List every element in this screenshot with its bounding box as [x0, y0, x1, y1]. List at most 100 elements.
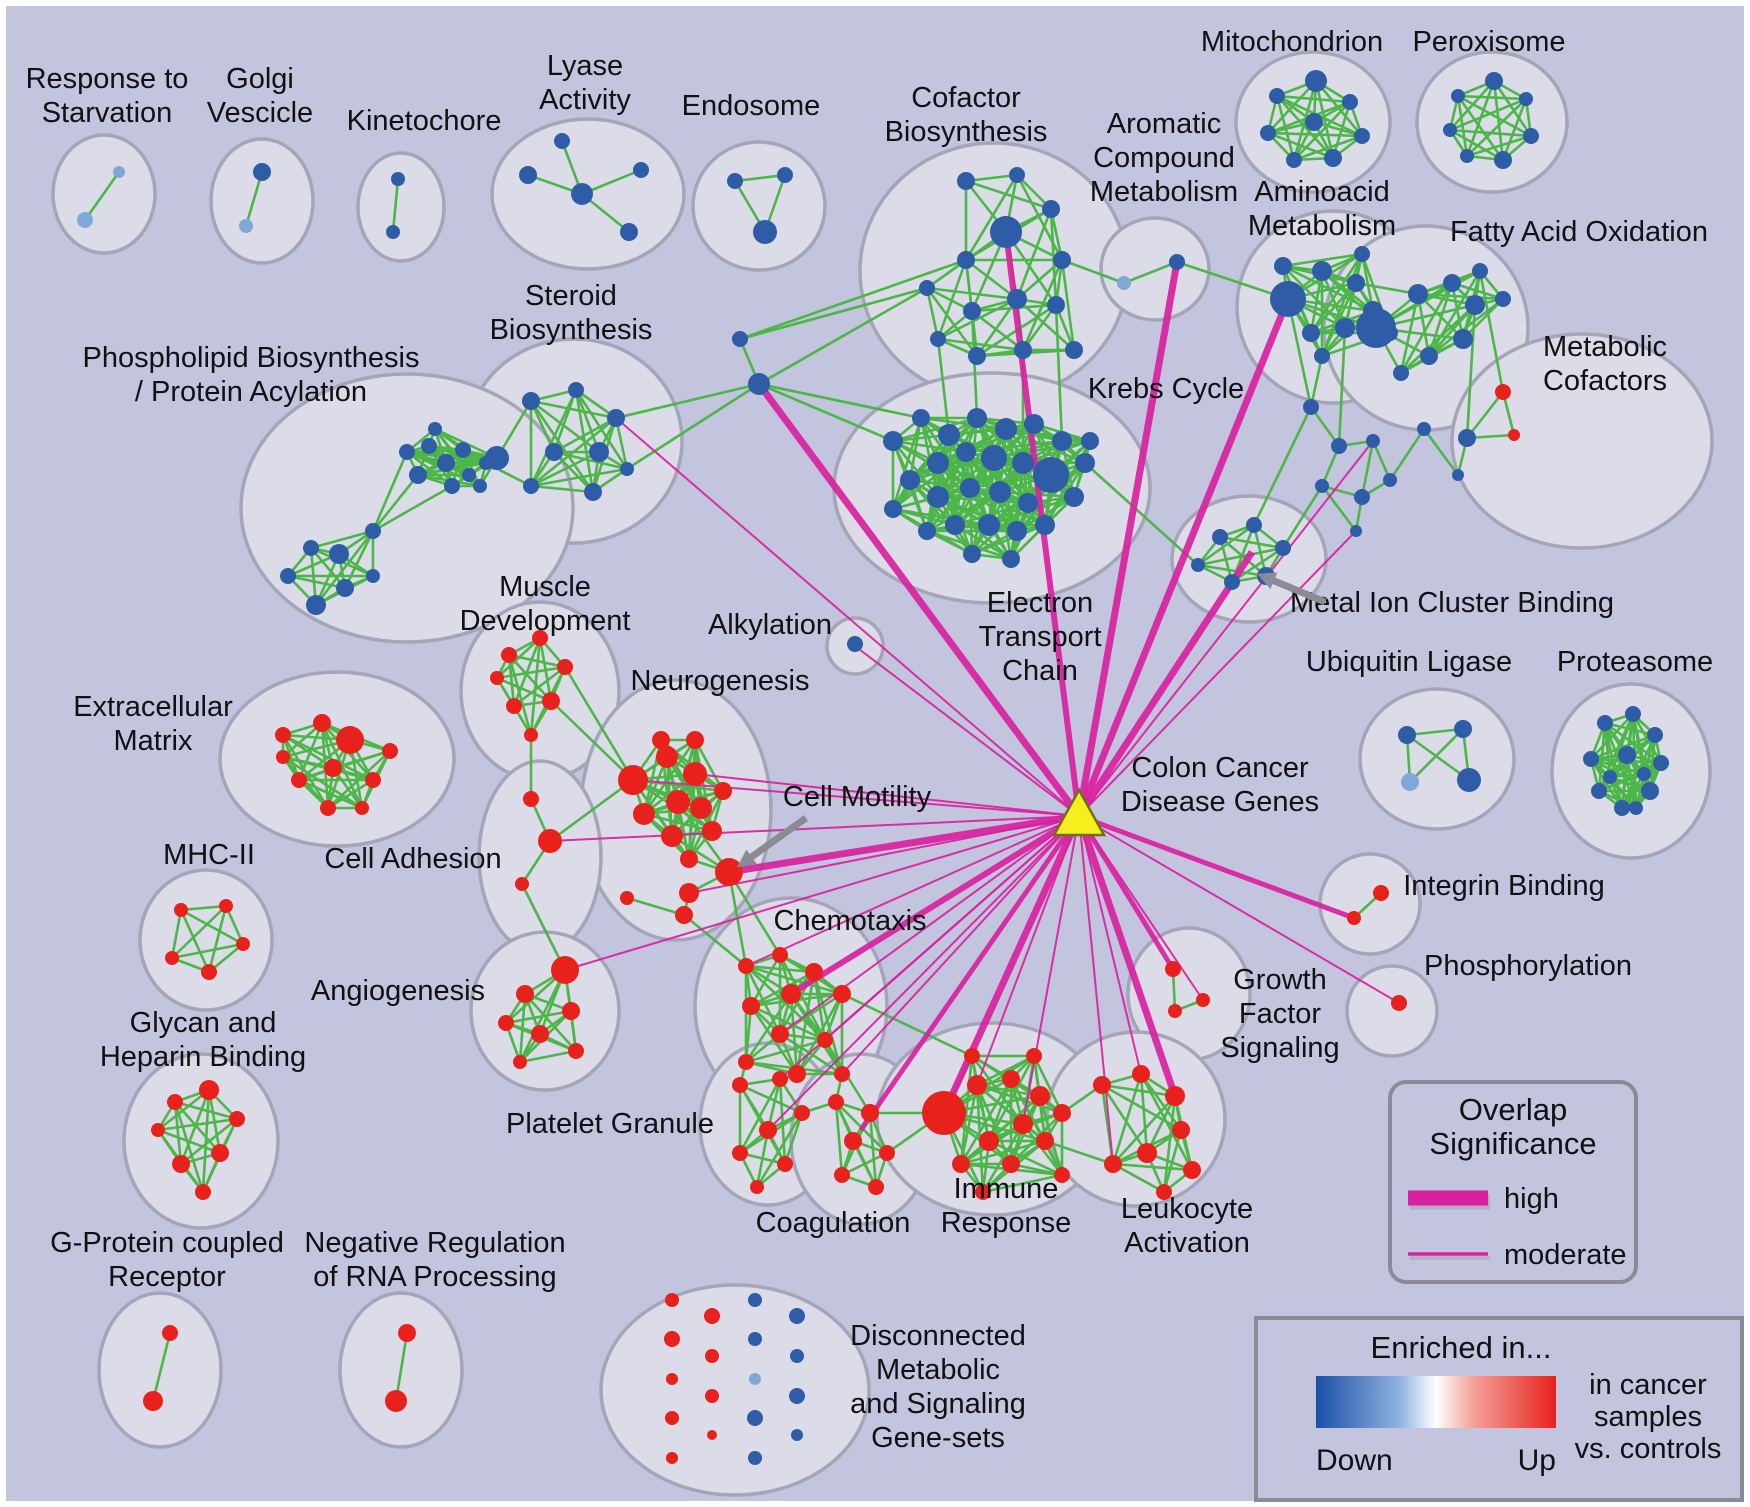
- node: [1383, 473, 1397, 487]
- cluster-leukocyte-activation-node: [1165, 1086, 1185, 1106]
- cluster-integrin-binding-label: Integrin Binding: [1403, 870, 1605, 902]
- cluster-cofactor-biosynthesis-node: [968, 347, 986, 365]
- cluster-krebs-cycle-etc-node: [918, 522, 936, 540]
- cluster-mitochondrion-edge: [1314, 80, 1335, 159]
- cluster-leukocyte-activation-node: [1183, 1161, 1201, 1179]
- cluster-mitochondrion-node: [1305, 70, 1327, 92]
- cluster-glycan-heparin-binding-node: [151, 1123, 165, 1137]
- cluster-krebs-cycle-etc-edge: [965, 439, 1063, 454]
- cluster-kinetochore-node: [386, 225, 400, 239]
- cluster-proteasome-node: [1614, 800, 1630, 816]
- cluster-steroid-biosynthesis-edge: [530, 450, 600, 488]
- legend-line-shadow: [1410, 1256, 1490, 1260]
- cluster-peroxisome-node: [1494, 151, 1512, 169]
- cluster-peroxisome-edge: [1449, 128, 1504, 162]
- cluster-leukocyte-activation-edge: [1112, 1162, 1193, 1172]
- cluster-fatty-acid-oxidation-node: [1453, 329, 1473, 349]
- inter-cluster-edge: [676, 801, 731, 873]
- cluster-peroxisome-edge: [1457, 94, 1532, 138]
- cluster-peroxisome-edge: [1449, 128, 1532, 138]
- inter-cluster-edge: [758, 382, 894, 443]
- cluster-extracellular-matrix-node: [320, 800, 336, 816]
- cluster-leukocyte-activation-edge: [1100, 1084, 1149, 1154]
- cluster-phospholipid-biosynthesis-node: [329, 544, 349, 564]
- cluster-aminoacid-metabolism-edge: [1282, 252, 1363, 268]
- cluster-phospholipid-biosynthesis-node: [462, 468, 476, 482]
- cluster-cofactor-biosynthesis-node: [957, 251, 975, 269]
- cluster-immune-response-node: [975, 1184, 991, 1200]
- inter-cluster-edge: [739, 286, 928, 341]
- cluster-fatty-acid-oxidation-edge: [1399, 282, 1454, 374]
- overlap-edge-high: [789, 813, 1081, 997]
- cluster-muscle-development-node: [501, 647, 517, 663]
- overlap-edge-moderate: [841, 815, 1080, 1075]
- cluster-platelet-granule-edge: [738, 1078, 782, 1154]
- cluster-immune-response-edge: [987, 1078, 1013, 1142]
- cluster-krebs-cycle-etc-node: [1033, 457, 1069, 493]
- cluster-growth-factor-signaling-node: [1165, 961, 1181, 977]
- gradient-down-label: Down: [1316, 1444, 1393, 1477]
- cluster-extracellular-matrix-edge: [282, 755, 363, 810]
- cluster-proteasome-node: [1603, 770, 1617, 784]
- cluster-golgi-vescicle-node: [253, 163, 271, 181]
- cluster-leukocyte-activation-edge: [1139, 1073, 1183, 1131]
- cluster-neurogenesis-node: [656, 746, 678, 768]
- cluster-mitochondrion-node: [1260, 125, 1276, 141]
- cluster-immune-response-edge: [1032, 1055, 1064, 1114]
- cluster-phospholipid-biosynthesis-node: [473, 479, 487, 493]
- cluster-peroxisome-node: [1460, 149, 1474, 163]
- cluster-negative-regulation-rna-processing-label: of RNA Processing: [313, 1261, 556, 1293]
- cluster-endosome-edge: [734, 173, 786, 183]
- cluster-muscle-development-node: [490, 671, 504, 685]
- cluster-disconnected-gene-sets-node: [748, 1293, 762, 1307]
- colon-cancer-hub-triangle: [1051, 787, 1107, 837]
- cluster-lyase-activity-label: Activity: [539, 84, 631, 116]
- cluster-krebs-cycle-etc-node: [912, 409, 930, 427]
- node: [1417, 422, 1431, 436]
- cluster-leukocyte-activation-edge: [1139, 1073, 1149, 1154]
- cluster-glycan-heparin-binding-edge: [173, 1101, 183, 1165]
- cluster-fatty-acid-oxidation-edge: [1428, 297, 1504, 358]
- cluster-phospholipid-biosynthesis-edge: [371, 474, 420, 532]
- cluster-krebs-cycle-etc-node: [1012, 452, 1034, 474]
- cluster-muscle-development-label: Muscle: [499, 571, 591, 603]
- cluster-growth-factor-signaling-node: [1196, 993, 1210, 1007]
- cluster-disconnected-gene-sets-node: [705, 1389, 719, 1403]
- cluster-chemotaxis-node: [738, 1054, 754, 1070]
- cluster-phosphorylation-node: [1391, 995, 1407, 1011]
- cluster-ubiquitin-ligase-node: [1401, 773, 1419, 791]
- cluster-metal-ion-cluster-binding-edge: [1197, 523, 1255, 567]
- cluster-phospholipid-biosynthesis-node: [428, 422, 442, 436]
- cluster-chemotaxis-edge: [750, 1004, 826, 1042]
- cluster-endosome-ellipse: [691, 140, 827, 272]
- cluster-steroid-biosynthesis-edge: [553, 450, 628, 471]
- cluster-phospholipid-biosynthesis-label: / Protein Acylation: [135, 376, 367, 408]
- cluster-krebs-cycle-etc-label: Krebs Cycle: [1088, 373, 1244, 405]
- cluster-krebs-cycle-etc-node: [900, 470, 920, 490]
- cluster-immune-response-label: Immune: [954, 1173, 1059, 1205]
- pointer-arrow: [1270, 576, 1327, 606]
- cluster-platelet-granule-edge: [755, 1112, 804, 1188]
- cluster-steroid-biosynthesis-edge: [553, 451, 594, 493]
- cluster-lyase-activity-node: [519, 166, 537, 184]
- cluster-aromatic-compound-metabolism-node: [1117, 276, 1131, 290]
- cluster-phospholipid-biosynthesis-node: [409, 466, 427, 484]
- overlap-edge-moderate: [564, 815, 1080, 971]
- cluster-disconnected-gene-sets-label: Metabolic: [876, 1354, 1000, 1386]
- cluster-cofactor-biosynthesis-node: [1007, 289, 1027, 309]
- cluster-krebs-cycle-etc-edge: [892, 507, 990, 527]
- cluster-mitochondrion-edge: [1267, 80, 1317, 134]
- cluster-steroid-biosynthesis-edge: [574, 389, 601, 453]
- node: [1452, 469, 1464, 481]
- enriched-legend-title: Enriched in...: [1371, 1330, 1552, 1365]
- cluster-fatty-acid-oxidation-node: [1495, 291, 1511, 307]
- cluster-leukocyte-activation-node: [1156, 1184, 1172, 1200]
- cluster-phospholipid-biosynthesis-edge: [372, 484, 453, 533]
- cluster-disconnected-gene-sets-node: [791, 1429, 803, 1441]
- cluster-negative-regulation-rna-processing-edge: [394, 1332, 409, 1402]
- cluster-peroxisome-edge: [1466, 134, 1532, 158]
- cluster-cofactor-biosynthesis-edge: [925, 287, 979, 357]
- cluster-coagulation-edge: [834, 1101, 844, 1176]
- cluster-phospholipid-biosynthesis-node: [437, 454, 455, 472]
- cluster-leukocyte-activation-edge: [1112, 1095, 1176, 1165]
